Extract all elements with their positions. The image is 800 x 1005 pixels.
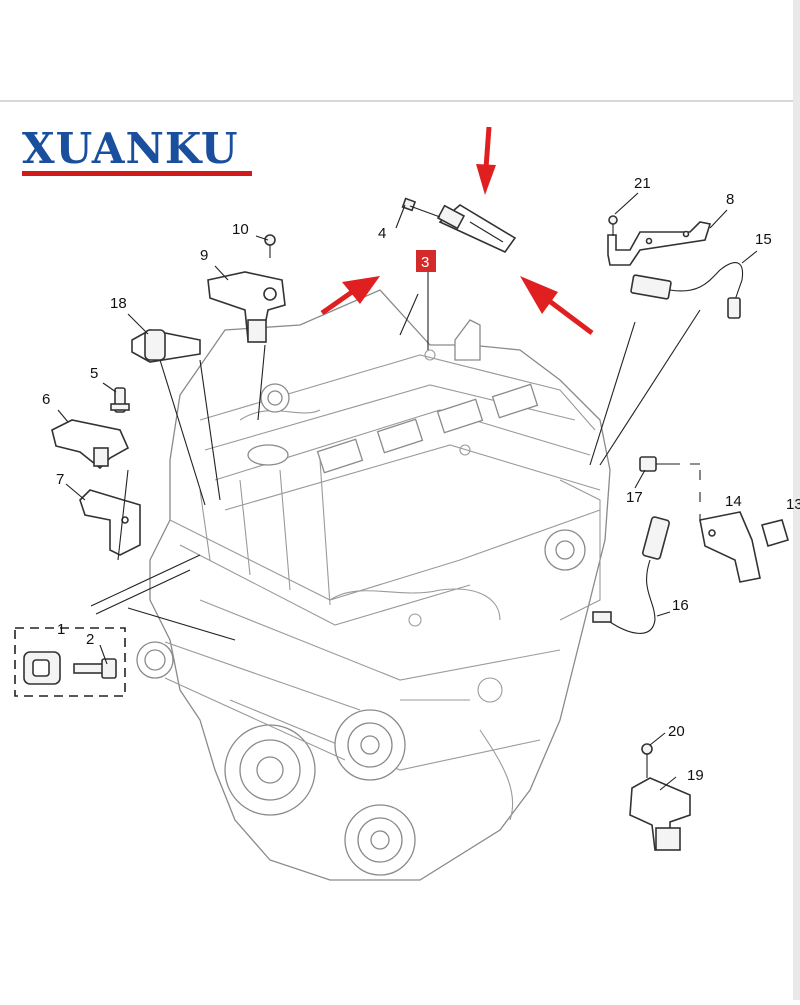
leader-lines	[57, 192, 758, 791]
callout-2: 2	[86, 631, 94, 648]
callout-14: 14	[725, 493, 742, 510]
part-4-bolt	[401, 197, 441, 218]
callout-13: 13	[786, 496, 800, 513]
callout-15: 15	[755, 231, 772, 248]
callout-18: 18	[110, 295, 127, 312]
callout-8: 8	[726, 191, 734, 208]
part-14-bracket	[699, 511, 761, 583]
part-3-probe	[436, 204, 517, 254]
callout-6: 6	[42, 391, 50, 408]
logo-underline	[22, 171, 252, 176]
callout-10: 10	[232, 221, 249, 238]
part-15-sensor	[630, 262, 744, 319]
right-edge-shadow	[793, 0, 800, 1000]
callout-5: 5	[90, 365, 98, 382]
callout-19: 19	[687, 767, 704, 784]
part-21-screw	[608, 215, 618, 236]
arrow-up-left-icon	[520, 276, 594, 335]
part-6-sensor	[51, 419, 130, 470]
callout-labels: 1 2 3 4 5 6 7 8 9 10 13 14 15 16 17 18 1…	[42, 175, 800, 784]
part-9-sensor	[207, 271, 286, 343]
engine-block	[136, 289, 611, 881]
part-19-sensor	[629, 777, 691, 851]
part-1-2-group	[14, 627, 126, 697]
callout-1: 1	[57, 621, 65, 638]
arrow-up-right-icon	[320, 276, 380, 316]
arrow-down-icon	[476, 126, 496, 195]
part-2-bolt	[73, 658, 117, 679]
brand-logo: XUANKU	[22, 124, 252, 176]
callout-4: 4	[378, 225, 386, 242]
part-7-bracket	[79, 489, 141, 556]
part-5-bolt	[110, 387, 130, 413]
callout-21: 21	[634, 175, 651, 192]
part-17-screw	[639, 456, 701, 522]
logo-text: XUANKU	[22, 124, 239, 173]
part-16-sensor	[592, 516, 670, 634]
callout-3-highlight	[416, 250, 436, 272]
callout-16: 16	[672, 597, 689, 614]
callout-3: 3	[421, 254, 429, 271]
callout-7: 7	[56, 471, 64, 488]
part-13-connector	[761, 519, 789, 547]
part-20-bolt	[641, 743, 653, 778]
part-18-sensor	[131, 329, 201, 363]
callout-20: 20	[668, 723, 685, 740]
callout-9: 9	[200, 247, 208, 264]
callout-17: 17	[626, 489, 643, 506]
part-10-bolt	[264, 234, 276, 258]
part-1-nut	[23, 651, 61, 685]
part-8-bracket	[607, 221, 712, 266]
